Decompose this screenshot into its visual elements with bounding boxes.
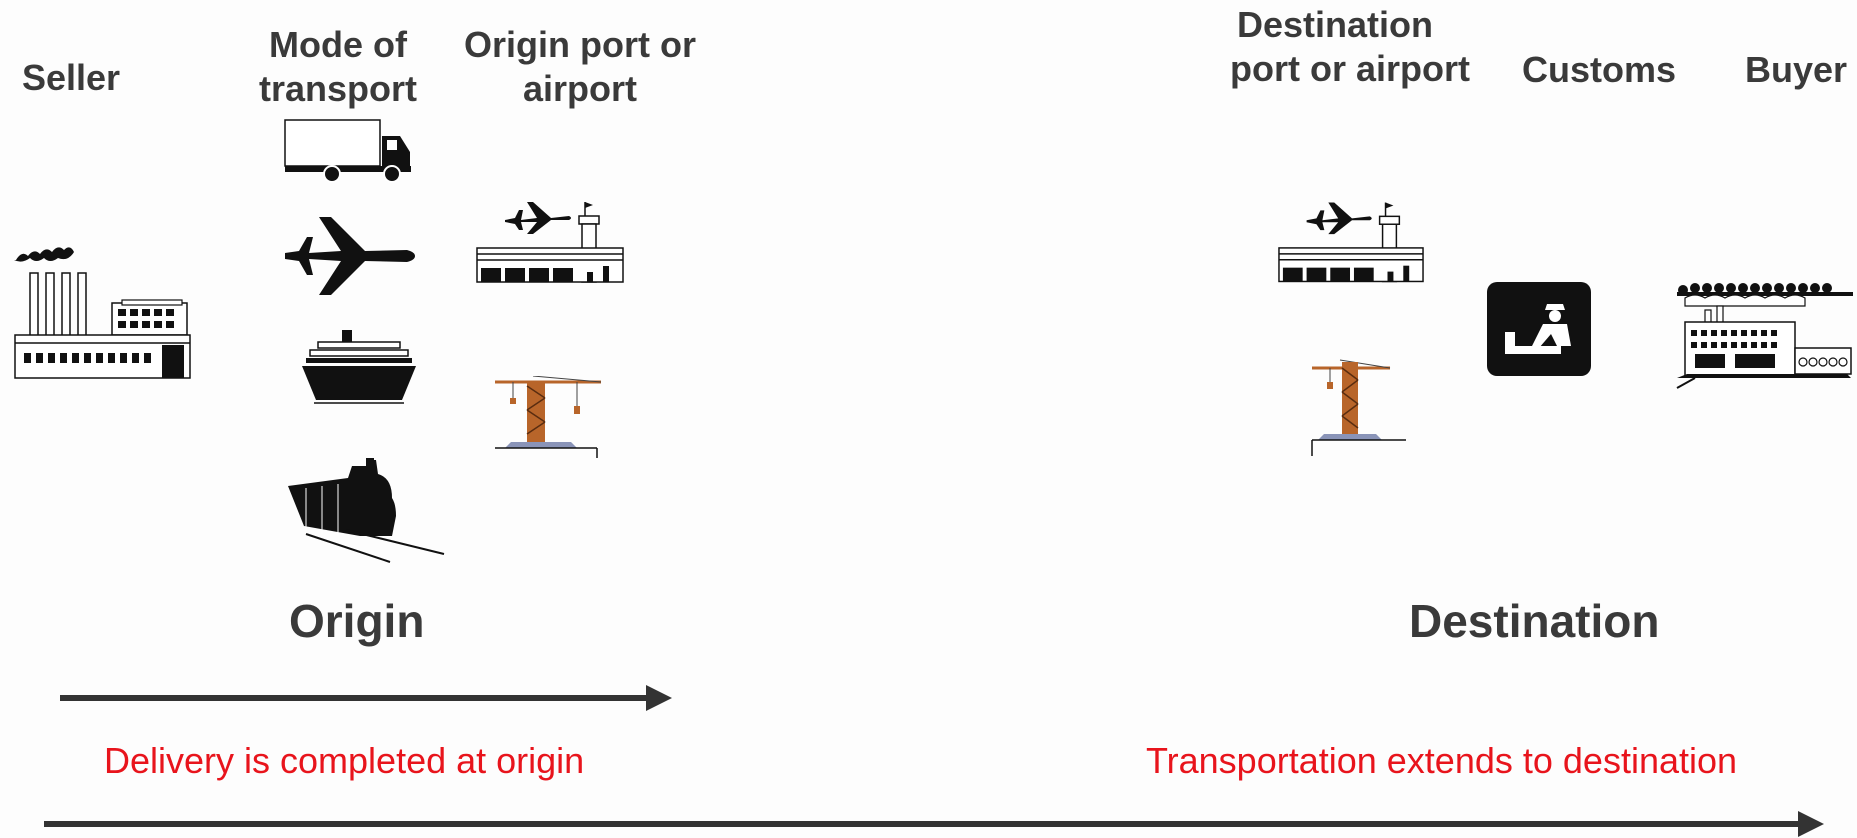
full-route-arrow [44,810,1824,838]
airplane-icon [283,215,415,297]
origin-crane-icon [493,376,605,458]
destination-caption: Transportation extends to destination [1146,740,1738,781]
header-seller-label: Seller [22,57,121,98]
customs-officer-icon [1487,282,1591,376]
header-buyer-label: Buyer [1745,49,1848,90]
truck-icon [283,118,415,184]
header-buyer: Buyer [1745,48,1847,92]
header-origin-line-2: airport [522,68,637,109]
header-origin-port: Origin port or airport [455,23,705,111]
destination-crane-icon [1310,358,1410,458]
header-customs-label: Customs [1522,49,1677,90]
header-destination-port: Destination port or airport [1210,3,1490,91]
factory-icon [12,245,192,380]
destination-airport-icon [1277,200,1425,284]
header-destination-line-2: port or airport [1230,48,1470,89]
header-origin-line-1: Origin port or [464,24,696,65]
origin-title: Origin [289,595,425,647]
origin-airport-icon [475,200,625,284]
header-mode-line-1: Mode of [269,24,407,65]
origin-arrow [60,683,672,713]
header-destination-line-1: Destination [1236,4,1433,45]
header-mode-line-2: transport [258,68,417,109]
origin-caption: Delivery is completed at origin [104,740,585,781]
destination-title: Destination [1409,595,1660,647]
buyer-facility-icon [1675,282,1853,392]
ship-icon [300,326,418,406]
header-customs: Customs [1522,48,1676,92]
header-mode-of-transport: Mode of transport [248,23,428,111]
train-icon [286,458,446,566]
header-seller: Seller [22,56,120,100]
